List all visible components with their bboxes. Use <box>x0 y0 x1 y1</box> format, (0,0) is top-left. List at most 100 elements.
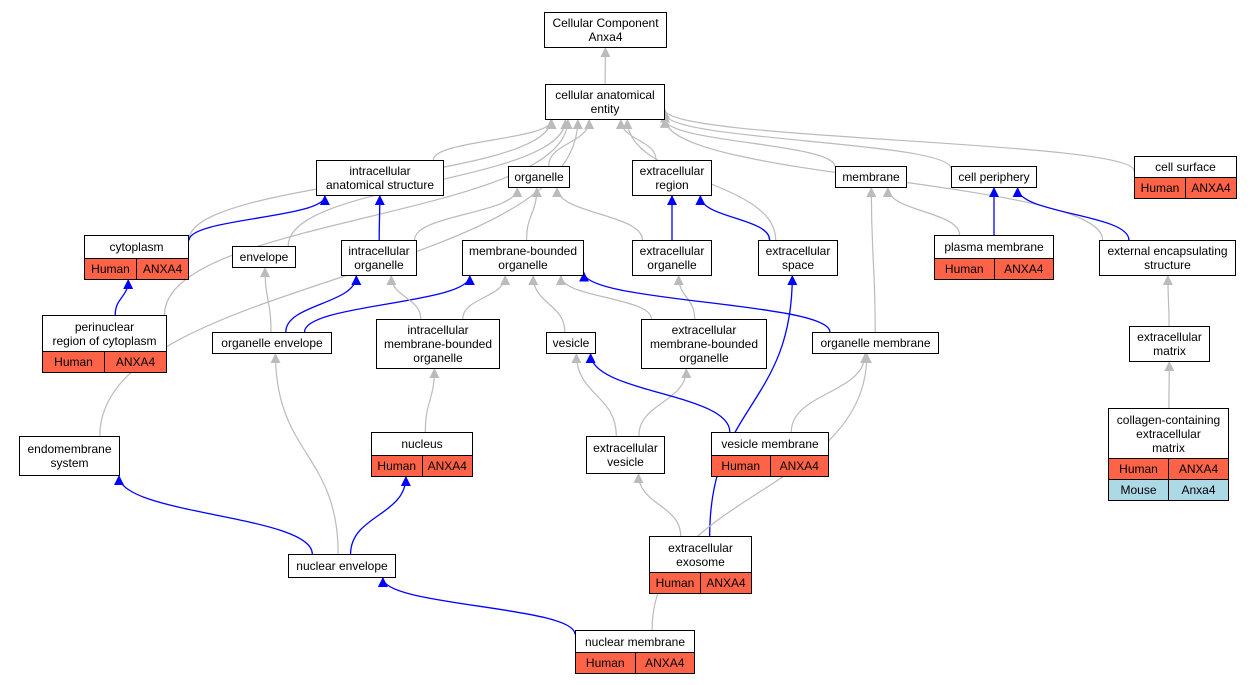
node-envelope[interactable]: envelope <box>232 246 296 268</box>
edge-ecves-to-vesicle <box>571 353 617 437</box>
edge-orgenv-to-envelope <box>260 267 272 333</box>
species-cell: Human <box>655 576 695 590</box>
edge-organelle-to-cae <box>548 119 595 167</box>
species-cell: Human <box>1119 462 1158 476</box>
node-ecorg[interactable]: extracellular organelle <box>632 240 712 276</box>
node-label: nuclear membrane <box>584 634 686 649</box>
node-label: organelle <box>514 170 564 184</box>
edge-orgmem-to-membrane <box>866 187 877 333</box>
node-cae[interactable]: cellular anatomical entity <box>545 84 665 120</box>
node-label: extracellular organelle <box>639 244 705 272</box>
node-label: extracellular matrix <box>1137 330 1202 358</box>
node-ecspace[interactable]: extracellular space <box>758 240 838 276</box>
node-label: cytoplasm <box>109 240 164 254</box>
node-label: cell surface <box>1155 160 1216 174</box>
annotation-row: Human ANXA4 <box>576 652 694 673</box>
species-cell: Mouse <box>1120 483 1157 497</box>
node-vesicle[interactable]: vesicle <box>546 332 596 354</box>
node-label: cellular anatomical entity <box>555 88 655 116</box>
annotation-row: Human ANXA4 <box>712 455 828 476</box>
node-label: nuclear envelope <box>296 559 388 573</box>
annotation-row: Human ANXA4 <box>85 258 188 279</box>
node-orgmem[interactable]: organelle membrane <box>812 332 939 354</box>
edge-perinuc-to-cae <box>163 119 573 316</box>
node-label: collagen-containing extracellular matrix <box>1116 412 1221 455</box>
edge-cellsurf-to-cae <box>660 108 1135 172</box>
node-endomem[interactable]: endomembrane system <box>19 436 120 476</box>
node-organelle[interactable]: organelle <box>508 166 570 188</box>
node-imbo[interactable]: intracellular membrane-bounded organelle <box>376 319 500 369</box>
edge-vesicle-to-mbo <box>528 275 566 333</box>
node-nucenv[interactable]: nuclear envelope <box>288 554 396 578</box>
annotation-row: Human ANXA4 <box>43 351 166 372</box>
gene-cell: ANXA4 <box>136 259 188 279</box>
node-ecm[interactable]: extracellular matrix <box>1129 326 1210 362</box>
node-label: membrane-bounded organelle <box>468 244 578 272</box>
node-orgenv[interactable]: organelle envelope <box>212 332 332 354</box>
node-label: external encapsulating structure <box>1107 244 1228 272</box>
node-ecr[interactable]: extracellular region <box>632 160 712 196</box>
edge-exosome-to-ecspace <box>709 275 798 537</box>
edge-icorg-to-ias <box>374 195 385 241</box>
node-label: endomembrane system <box>27 442 112 470</box>
gene-cell: ANXA4 <box>700 573 751 593</box>
node-label: nucleus <box>401 437 443 451</box>
node-label: intracellular membrane-bounded organelle <box>383 323 493 365</box>
edge-icorg-to-organelle <box>414 187 523 241</box>
node-label: extracellular region <box>639 164 705 192</box>
edge-mbo-to-organelle <box>526 187 542 241</box>
edge-plasma-to-membrane <box>882 187 961 236</box>
node-mbo[interactable]: membrane-bounded organelle <box>462 240 584 276</box>
edge-perinuc-to-cytoplasm <box>114 279 134 316</box>
species-cell: Human <box>91 262 130 276</box>
gene-cell: ANXA4 <box>634 653 695 673</box>
node-label: intracellular anatomical structure <box>325 164 435 192</box>
edge-ecm-to-ees <box>1162 275 1173 327</box>
species-cell: Human <box>54 355 93 369</box>
node-ees[interactable]: external encapsulating structure <box>1099 240 1236 276</box>
edge-ecspace-to-ecr <box>695 195 771 241</box>
node-embo[interactable]: extracellular membrane-bounded organelle <box>641 319 767 369</box>
edge-nucmem-to-nucenv <box>377 577 576 635</box>
edge-nucenv-to-nucleus <box>349 476 411 555</box>
gene-cell: ANXA4 <box>1185 178 1236 198</box>
annotation-row: Human ANXA4 <box>650 572 751 593</box>
edge-ecves-to-embo <box>638 368 692 437</box>
node-icorg[interactable]: intracellular organelle <box>341 240 417 276</box>
node-collagen[interactable]: collagen-containing extracellular matrix… <box>1108 408 1229 501</box>
edge-cytoplasm-to-ias <box>188 195 330 241</box>
edge-orgenv-to-icorg <box>285 275 362 333</box>
gene-cell: ANXA4 <box>993 259 1054 279</box>
gene-cell: ANXA4 <box>769 456 829 476</box>
gene-cell: ANXA4 <box>104 352 166 372</box>
node-ias[interactable]: intracellular anatomical structure <box>316 160 444 196</box>
edge-vesmem-to-orgmem <box>790 353 871 433</box>
node-membrane[interactable]: membrane <box>835 166 907 188</box>
node-label: envelope <box>239 250 289 264</box>
node-label: vesicle <box>552 336 590 350</box>
node-label: extracellular exosome <box>668 540 733 569</box>
edge-membrane-to-cae <box>660 117 836 167</box>
edge-imbo-to-icorg <box>386 275 422 320</box>
node-root[interactable]: Cellular Component Anxa4 <box>544 12 667 48</box>
edge-nucenv-to-endomem <box>114 475 313 555</box>
node-ecves[interactable]: extracellular vesicle <box>586 436 665 474</box>
node-label: perinuclear region of cytoplasm <box>52 319 157 348</box>
species-cell: Human <box>721 459 761 473</box>
node-label: organelle envelope <box>221 336 323 350</box>
species-cell: Human <box>944 262 984 276</box>
species-cell: Human <box>585 656 625 670</box>
node-cellper[interactable]: cell periphery <box>951 166 1037 188</box>
